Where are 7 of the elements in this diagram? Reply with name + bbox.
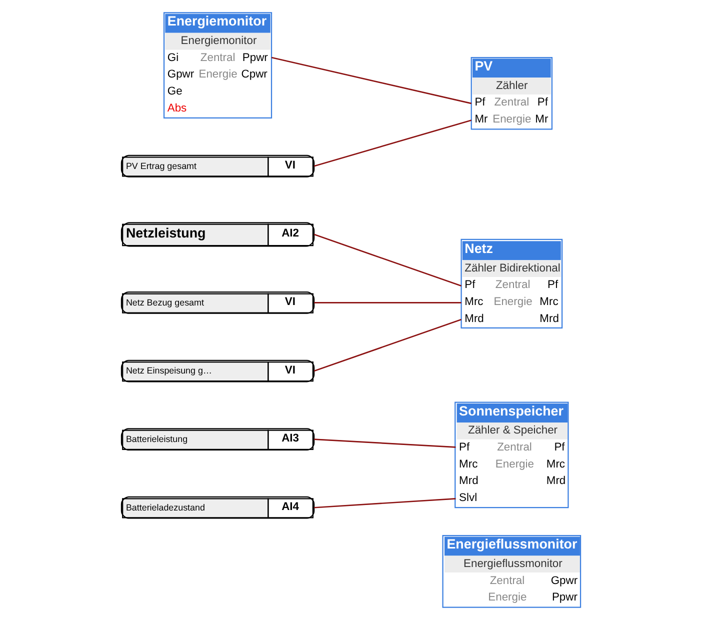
connector [314, 498, 456, 508]
connector [314, 302, 461, 304]
connector [270, 56, 472, 104]
connector [313, 234, 461, 287]
connector [313, 120, 472, 167]
connector [314, 438, 456, 448]
connector [313, 318, 461, 372]
